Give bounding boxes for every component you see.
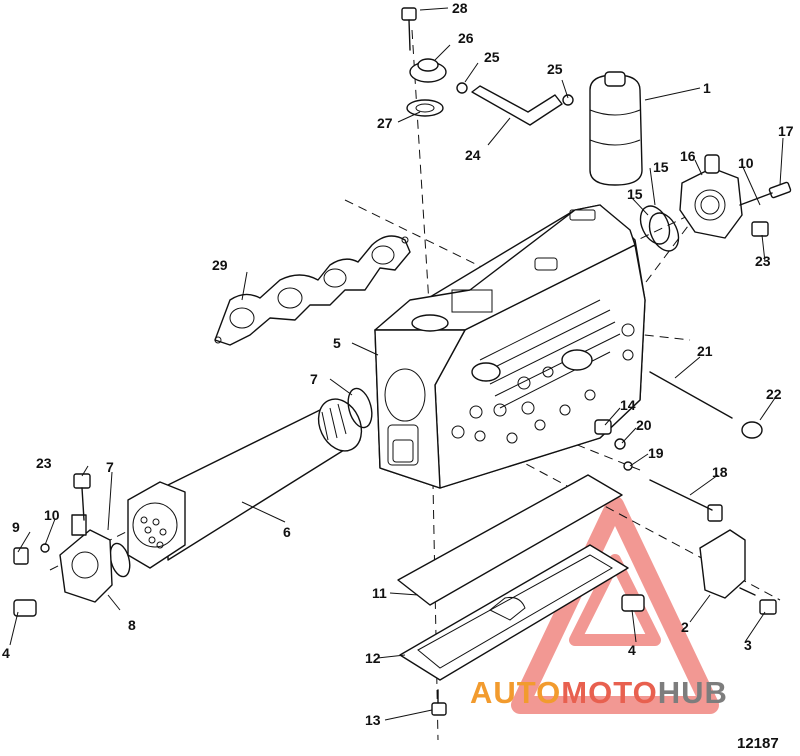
callout-23-right: 23 xyxy=(755,253,771,269)
tie-rod xyxy=(649,371,763,439)
callout-8: 8 xyxy=(128,617,136,633)
callout-28: 28 xyxy=(452,0,468,16)
callout-numbers: 1 2 3 4 4 4 5 6 7 7 8 9 10 10 11 12 13 1… xyxy=(2,0,794,728)
callout-12: 12 xyxy=(365,650,381,666)
callout-1: 1 xyxy=(703,80,711,96)
callout-10-left: 10 xyxy=(44,507,60,523)
callout-5: 5 xyxy=(333,335,341,351)
watermark-auto: AUTO xyxy=(470,675,561,710)
callout-25-left: 25 xyxy=(484,49,500,65)
callout-16: 16 xyxy=(680,148,696,164)
callout-24: 24 xyxy=(465,147,481,163)
callout-10-right: 10 xyxy=(738,155,754,171)
callout-26: 26 xyxy=(458,30,474,46)
callout-13: 13 xyxy=(365,712,381,728)
end-cap-right xyxy=(679,154,743,239)
bracket xyxy=(699,529,746,599)
callout-20: 20 xyxy=(636,417,652,433)
callout-21: 21 xyxy=(697,343,713,359)
callout-15-bottom: 15 xyxy=(627,186,643,202)
callout-23-left: 23 xyxy=(36,455,52,471)
callout-3: 3 xyxy=(744,637,752,653)
callout-2: 2 xyxy=(681,619,689,635)
callout-6: 6 xyxy=(283,524,291,540)
watermark-moto: MOTO xyxy=(561,675,657,710)
watermark-logo: AUTOMOTOHUB xyxy=(470,675,728,710)
fasteners xyxy=(13,181,792,716)
callout-7-left: 7 xyxy=(106,459,114,475)
watermark-hub: HUB xyxy=(658,675,728,710)
callout-25-right: 25 xyxy=(547,61,563,77)
hose xyxy=(471,85,563,126)
callout-19: 19 xyxy=(648,445,664,461)
exchanger-housing xyxy=(374,204,646,489)
callout-17: 17 xyxy=(778,123,794,139)
callout-4-left: 4 xyxy=(2,645,10,661)
bottom-gasket xyxy=(397,474,629,681)
callout-27: 27 xyxy=(377,115,393,131)
exhaust-gasket xyxy=(214,235,411,346)
callout-7-top: 7 xyxy=(310,371,318,387)
end-cap-left xyxy=(59,514,113,603)
pressure-cap xyxy=(401,7,574,117)
figure-reference-number: 12187 xyxy=(737,735,779,752)
callout-9: 9 xyxy=(12,519,20,535)
exchanger-core xyxy=(127,398,363,569)
callout-29: 29 xyxy=(212,257,228,273)
reservoir-bottle xyxy=(589,71,643,186)
callout-4-center: 4 xyxy=(628,642,636,658)
callout-22: 22 xyxy=(766,386,782,402)
leader-lines xyxy=(9,7,784,721)
callout-18: 18 xyxy=(712,464,728,480)
callout-15-top: 15 xyxy=(653,159,669,175)
callout-11: 11 xyxy=(372,585,387,601)
callout-14: 14 xyxy=(620,397,636,413)
